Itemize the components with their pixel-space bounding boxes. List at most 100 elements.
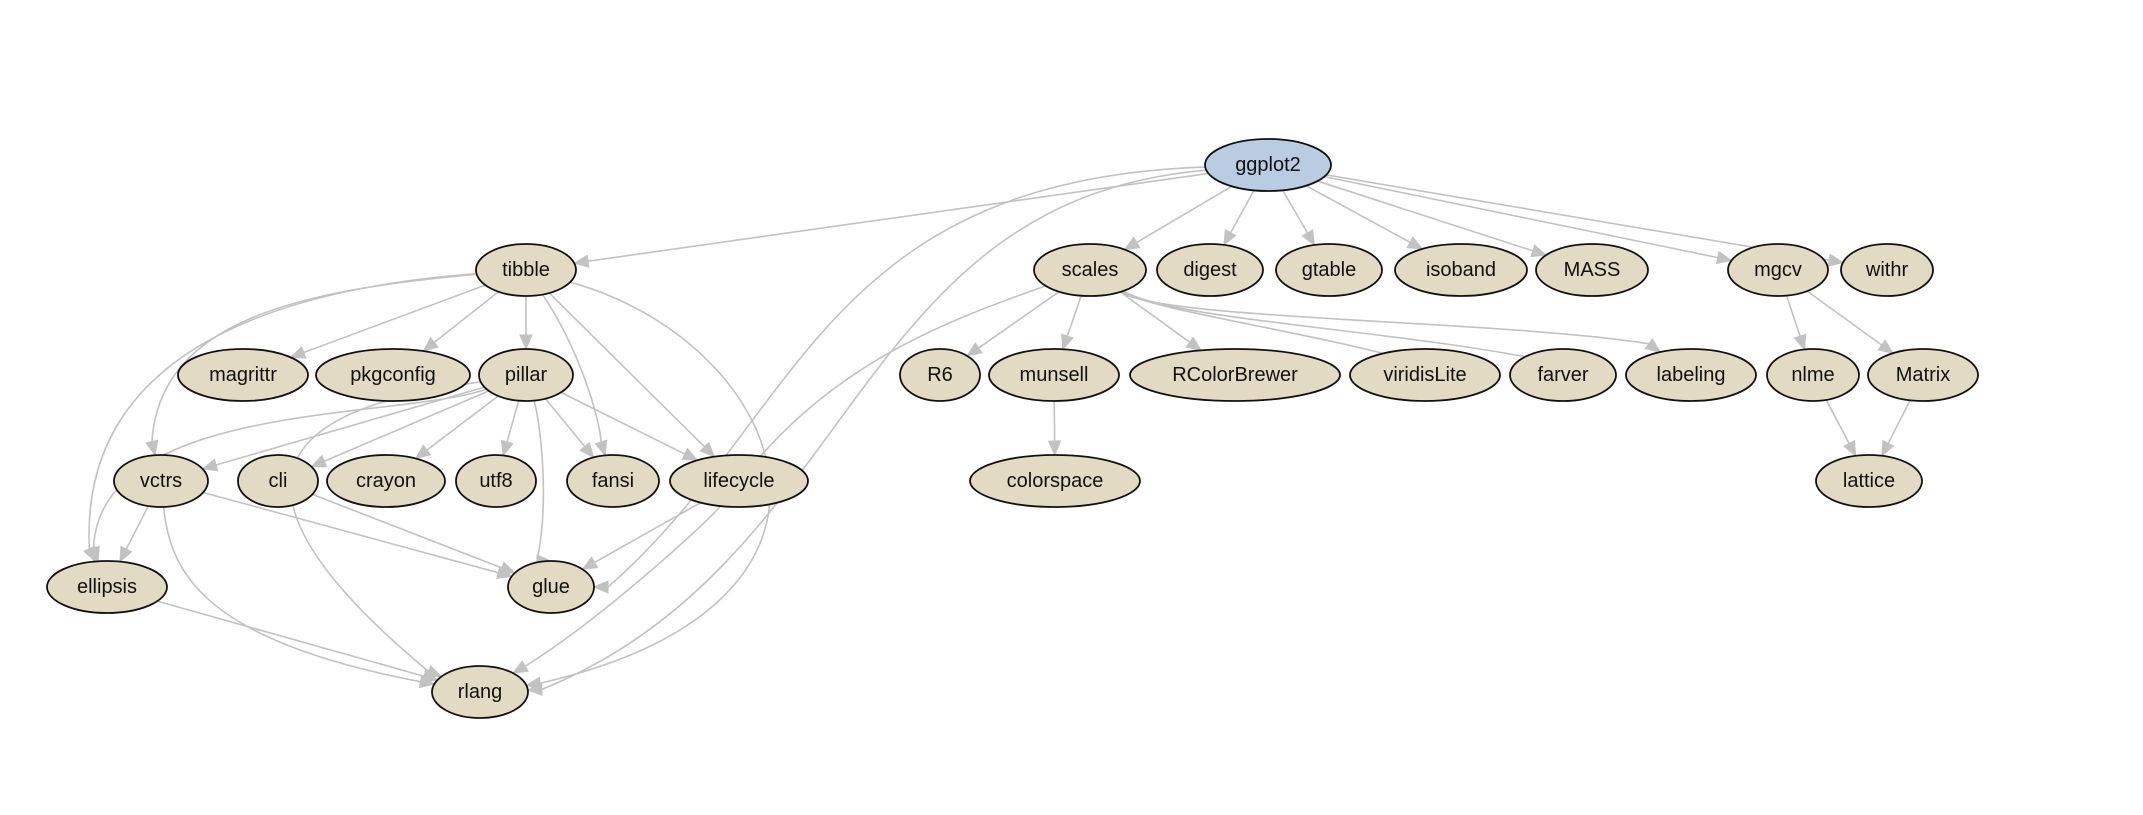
edge-line xyxy=(202,491,499,574)
edge-vctrs-to-ellipsis xyxy=(119,505,149,563)
edge-ggplot2-to-glue xyxy=(592,166,1206,594)
edge-line xyxy=(587,172,1209,263)
arrowhead-icon xyxy=(579,441,595,459)
edge-line xyxy=(289,381,481,672)
node-Matrix[interactable]: Matrix xyxy=(1867,348,1979,402)
node-cli[interactable]: cli xyxy=(237,454,319,508)
node-isoband[interactable]: isoband xyxy=(1394,243,1528,297)
node-labeling[interactable]: labeling xyxy=(1625,348,1757,402)
edge-line xyxy=(1825,399,1850,444)
node-lattice[interactable]: lattice xyxy=(1815,454,1923,508)
edge-line xyxy=(1120,291,1650,345)
node-vctrs[interactable]: vctrs xyxy=(113,454,209,508)
node-mgcv[interactable]: mgcv xyxy=(1727,243,1829,297)
arrowhead-icon xyxy=(289,345,307,359)
arrowhead-icon xyxy=(1223,228,1237,247)
node-label: munsell xyxy=(1020,364,1089,386)
edge-line xyxy=(524,505,722,667)
node-label: lattice xyxy=(1843,470,1895,492)
node-shape xyxy=(1509,348,1617,402)
node-shape xyxy=(1867,348,1979,402)
node-label: isoband xyxy=(1426,259,1496,281)
edge-line xyxy=(1119,291,1191,343)
arrowhead-icon xyxy=(421,669,439,683)
node-pillar[interactable]: pillar xyxy=(478,348,574,402)
edge-line xyxy=(594,501,702,564)
node-tibble[interactable]: tibble xyxy=(475,243,577,297)
node-munsell[interactable]: munsell xyxy=(988,348,1120,402)
edge-line xyxy=(541,169,1207,691)
node-ggplot2[interactable]: ggplot2 xyxy=(1204,138,1332,192)
edge-line xyxy=(548,292,706,448)
node-ellipsis[interactable]: ellipsis xyxy=(46,560,168,614)
node-gtable[interactable]: gtable xyxy=(1275,243,1383,297)
edge-line xyxy=(1785,295,1801,337)
edge-pillar-to-ellipsis xyxy=(86,388,487,563)
node-pkgconfig[interactable]: pkgconfig xyxy=(315,348,471,402)
edge-line xyxy=(157,600,425,677)
node-rlang[interactable]: rlang xyxy=(431,665,529,719)
arrowhead-icon xyxy=(1644,338,1662,353)
node-crayon[interactable]: crayon xyxy=(326,454,446,508)
edge-mgcv-to-Matrix xyxy=(1806,290,1894,354)
node-label: cli xyxy=(269,470,288,492)
edge-line xyxy=(1326,174,1830,261)
node-scales[interactable]: scales xyxy=(1033,243,1147,297)
edge-ggplot2-to-isoband xyxy=(1305,185,1424,250)
edge-mgcv-to-nlme xyxy=(1785,295,1807,351)
node-label: Matrix xyxy=(1896,364,1950,386)
arrowhead-icon xyxy=(681,447,699,461)
node-colorspace[interactable]: colorspace xyxy=(969,454,1141,508)
arrowhead-icon xyxy=(1301,229,1316,247)
node-magrittr[interactable]: magrittr xyxy=(177,348,309,402)
edge-nlme-to-lattice xyxy=(1825,399,1857,457)
node-label: crayon xyxy=(356,470,416,492)
node-label: lifecycle xyxy=(703,470,774,492)
node-fansi[interactable]: fansi xyxy=(566,454,660,508)
node-farver[interactable]: farver xyxy=(1509,348,1617,402)
arrowhead-icon xyxy=(310,454,328,468)
edge-munsell-to-colorspace xyxy=(1047,400,1062,457)
node-label: vctrs xyxy=(140,470,182,492)
edge-ggplot2-to-tibble xyxy=(572,172,1209,268)
edge-line xyxy=(541,294,602,443)
node-shape xyxy=(1394,243,1528,297)
node-withr[interactable]: withr xyxy=(1840,243,1934,297)
edge-vctrs-to-glue xyxy=(202,491,514,580)
node-label: mgcv xyxy=(1754,259,1802,281)
node-label: gtable xyxy=(1302,259,1357,281)
edge-ggplot2-to-scales xyxy=(1123,185,1233,251)
edge-line xyxy=(506,400,520,443)
node-utf8[interactable]: utf8 xyxy=(455,454,537,508)
edge-Matrix-to-lattice xyxy=(1881,399,1911,457)
node-R6[interactable]: R6 xyxy=(899,348,981,402)
edge-line xyxy=(88,272,477,549)
arrowhead-icon xyxy=(1877,339,1894,354)
arrowhead-icon xyxy=(422,336,439,352)
node-shape xyxy=(1156,243,1264,297)
edge-line xyxy=(433,291,499,344)
edge-line xyxy=(1229,189,1255,234)
node-RColorBrewer[interactable]: RColorBrewer xyxy=(1129,348,1341,402)
edge-pillar-to-lifecycle xyxy=(560,391,699,461)
node-shape xyxy=(969,454,1141,508)
arrowhead-icon xyxy=(1881,439,1895,457)
node-label: nlme xyxy=(1791,364,1834,386)
node-MASS[interactable]: MASS xyxy=(1535,243,1649,297)
node-glue[interactable]: glue xyxy=(507,560,595,614)
node-nlme[interactable]: nlme xyxy=(1766,348,1860,402)
edge-line xyxy=(560,391,686,455)
node-shape xyxy=(899,348,981,402)
node-lifecycle[interactable]: lifecycle xyxy=(669,454,809,508)
node-shape xyxy=(1349,348,1501,402)
edge-line xyxy=(1066,295,1082,337)
node-label: withr xyxy=(1865,259,1909,281)
node-digest[interactable]: digest xyxy=(1156,243,1264,297)
edge-scales-to-R6 xyxy=(966,291,1060,357)
node-viridisLite[interactable]: viridisLite xyxy=(1349,348,1501,402)
node-shape xyxy=(113,454,209,508)
node-shape xyxy=(1766,348,1860,402)
edge-ggplot2-to-digest xyxy=(1223,189,1255,247)
node-shape xyxy=(1625,348,1757,402)
